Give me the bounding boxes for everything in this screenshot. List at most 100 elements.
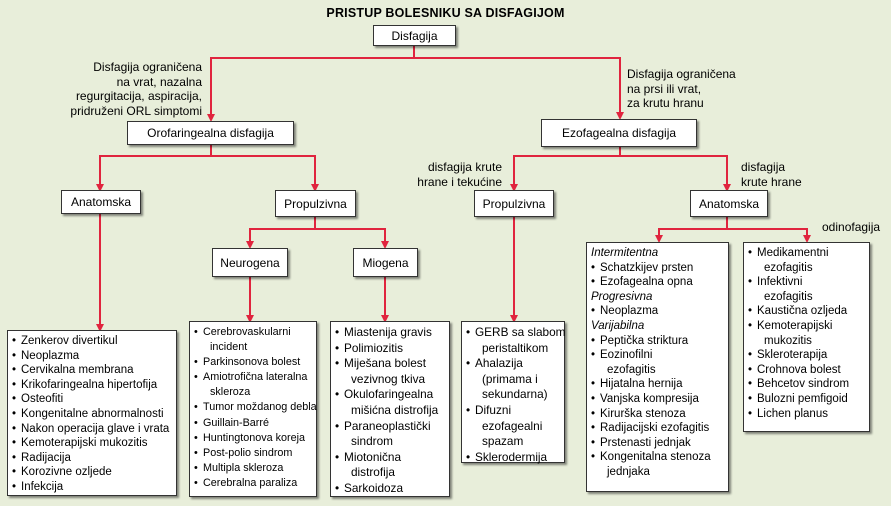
node-miogena: Miogena	[353, 248, 418, 277]
list-item: Krikofaringealna hipertofija	[12, 378, 172, 393]
list-item: Crohnova bolest	[748, 363, 865, 378]
list-item: Kirurška stenoza	[591, 407, 724, 422]
list-item-continuation: jednjaka	[607, 465, 650, 478]
list-item-continuation: mukozitis	[764, 334, 812, 347]
list-item: Tumor moždanog debla	[194, 400, 317, 415]
list-item: Huntingtonova koreja	[194, 431, 312, 446]
list-oro-anatomska: Zenkerov divertikulNeoplazmaCervikalna m…	[7, 330, 177, 496]
node-ezo-anatomska: Anatomska	[690, 190, 768, 217]
list-item: Miotonična	[335, 450, 445, 466]
list-item: Prstenasti jednjak	[591, 436, 724, 451]
list-item-continuation: (primama i	[482, 371, 538, 386]
list-item: Miastenija gravis	[335, 325, 445, 341]
list-item: Post-polio sindrom	[194, 446, 312, 461]
list-group-header: Intermitentna	[591, 247, 659, 259]
list-item: Sarkoidoza	[335, 481, 445, 497]
list-item: Ezofagealna opna	[591, 275, 724, 290]
list-item: Miješana bolest	[335, 356, 445, 372]
list-item: Bulozni pemfigoid	[748, 392, 865, 407]
list-item: Hijatalna hernija	[591, 377, 724, 392]
list-item-continuation: mišićna distrofija	[351, 402, 439, 417]
list-item: Amiotrofična lateralna	[194, 370, 312, 385]
list-item: Zenkerov divertikul	[12, 334, 172, 349]
list-ezo-propulzivna: GERB sa slabomperistaltikomAhalazija(pri…	[461, 321, 565, 466]
edge-oroprop-mio	[315, 228, 389, 249]
node-orofaringealna-disfagija: Orofaringealna disfagija	[127, 121, 294, 145]
list-item: Guillain-Barré	[194, 416, 312, 431]
list-item-continuation: skleroza	[210, 386, 251, 399]
list-group-header: Progresivna	[591, 290, 653, 303]
list-item: Vanjska kompresija	[591, 392, 724, 407]
edge-ezoanat-right	[727, 228, 811, 243]
list-item: Kaustična ozljeda	[748, 304, 865, 319]
list-item: Kongenitalna stenoza	[591, 450, 724, 465]
list-item: Schatzkijev prsten	[591, 261, 724, 276]
list-neurogena: CerebrovaskularniincidentParkinsonova bo…	[189, 321, 317, 497]
list-item: Kemoterapijski	[748, 319, 865, 334]
list-item: Behcetov sindrom	[748, 377, 865, 392]
list-item: Neoplazma	[591, 304, 724, 319]
list-miogena: Miastenija gravisPolimiozitisMiješana bo…	[330, 321, 450, 497]
list-item-continuation: ezofagitis	[764, 290, 813, 303]
list-item: Polimiozitis	[335, 341, 445, 357]
edge-ezoanat-split	[655, 217, 728, 243]
list-item: Lichen planus	[748, 407, 865, 422]
list-item-continuation: incident	[210, 341, 248, 354]
list-item: Neoplazma	[12, 349, 172, 364]
list-item: Parkinsonova bolest	[194, 355, 312, 370]
list-item-continuation: sindrom	[351, 434, 393, 449]
edge-oro-prop	[211, 155, 319, 192]
list-item: Multipla skleroza	[194, 461, 312, 476]
node-ezo-propulzivna: Propulzivna	[474, 190, 554, 217]
list-item: Ahalazija	[466, 356, 560, 372]
list-item-continuation: vezivnog tkiva	[351, 371, 426, 386]
diagram-title: PRISTUP BOLESNIKU SA DISFAGIJOM	[326, 6, 565, 20]
node-neurogena: Neurogena	[212, 248, 288, 277]
edge-root-oro	[207, 46, 415, 122]
edge-label-ezofagealna: Disfagija ograničena na prsi ili vrat, z…	[627, 67, 736, 110]
list-item: Peptička striktura	[591, 334, 724, 349]
edge-oroprop-split	[246, 217, 316, 249]
edge-ezo-prop	[510, 147, 621, 192]
node-oro-anatomska: Anatomska	[61, 190, 141, 214]
edge-ezo-anat	[620, 155, 731, 192]
list-item-continuation: ezofagitis	[607, 363, 656, 376]
list-item-continuation: ezofagitis	[764, 261, 813, 274]
list-item: Cervikalna membrana	[12, 363, 172, 378]
edge-label-odinofagija: odinofagija	[822, 220, 881, 234]
list-item: Okulofaringealna	[335, 387, 445, 403]
edge-root-ezo	[414, 57, 624, 120]
edge-label-kruta: disfagija krute hrane	[741, 160, 802, 189]
list-item-continuation: spazam	[482, 434, 524, 449]
list-item: Radijacijski ezofagitis	[591, 421, 724, 436]
list-item: Difuzni	[466, 403, 560, 419]
list-item: GERB sa slabom	[466, 325, 565, 341]
node-disfagija: Disfagija	[373, 25, 456, 46]
list-item: Medikamentni	[748, 246, 865, 261]
list-item: Skleroterapija	[748, 348, 865, 363]
list-item: Osteofiti	[12, 392, 172, 407]
list-ezo-anatomska-mid: IntermitentnaSchatzkijev prstenEzofageal…	[586, 242, 729, 492]
list-ezo-anatomska-right: MedikamentniezofagitisInfektivniezofagit…	[743, 242, 870, 432]
list-item: Paraneoplastički	[335, 419, 445, 435]
node-ezofagealna-disfagija: Ezofagealna disfagija	[541, 119, 697, 147]
list-item: Sklerodermija	[466, 450, 560, 466]
edge-oro-anat	[96, 145, 212, 192]
list-item: Cerebralna paraliza	[194, 476, 312, 491]
list-item: Cerebrovaskularni	[194, 325, 312, 340]
list-item: Korozivne ozljede	[12, 465, 172, 480]
list-item: Eozinofilni	[591, 348, 724, 363]
list-item: Kemoterapijski mukozitis	[12, 436, 172, 451]
list-item-continuation: distrofija	[351, 465, 395, 480]
node-oro-propulzivna: Propulzivna	[275, 190, 356, 217]
list-item: Infekcija	[12, 480, 172, 495]
list-group-header: Varijabilna	[591, 319, 645, 332]
list-item: Kongenitalne abnormalnosti	[12, 407, 172, 422]
list-item-continuation: sekundarna)	[482, 387, 548, 402]
edge-label-orofaringealna: Disfagija ograničena na vrat, nazalna re…	[70, 60, 202, 118]
list-item-continuation: peristaltikom	[482, 340, 549, 355]
edge-label-kruta-tekuca: disfagija krute hrane i tekućine	[417, 160, 502, 189]
list-item: Nakon operacija glave i vrata	[12, 422, 172, 437]
list-item-continuation: ezofagealni	[482, 418, 543, 433]
